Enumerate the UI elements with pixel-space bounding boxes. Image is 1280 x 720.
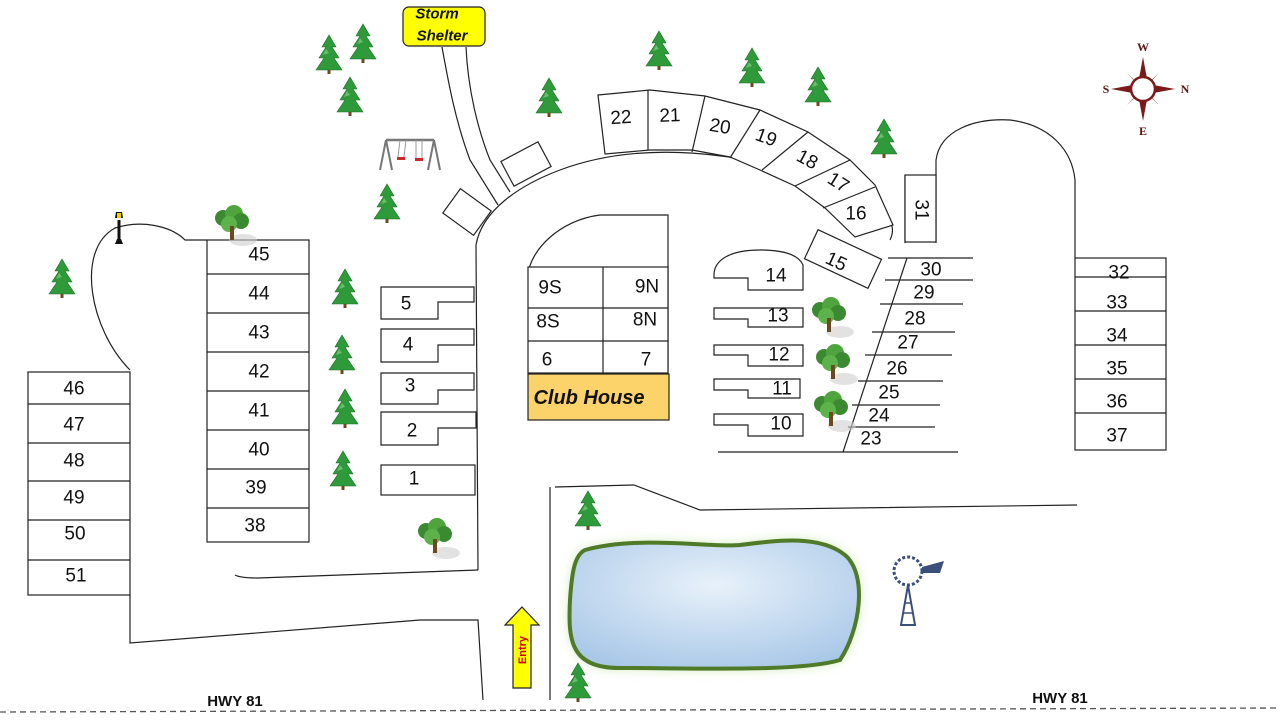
lot-column-right: 32 33 34 35 36 37 [1074,257,1167,451]
lot-24[interactable]: 24 [868,406,890,427]
lot-16[interactable]: 16 [845,204,866,225]
lot-43[interactable]: 43 [248,323,269,344]
lot-30[interactable]: 30 [920,260,941,281]
lot-34[interactable]: 34 [1106,326,1128,347]
lot-column-midleft: 45 44 43 42 41 40 39 38 [206,239,310,543]
storm-shelter-label-2: Shelter [417,28,469,45]
lot-37[interactable]: 37 [1106,426,1127,447]
club-house[interactable]: Club House [527,373,670,421]
pine-tree-icon [804,66,832,107]
oak-tree-icon [812,297,854,338]
storm-shelter-label-1: Storm [415,6,458,23]
lot-2[interactable]: 2 [407,421,418,442]
pine-tree-icon [645,30,673,71]
lot-column-inner: 14 13 12 11 10 [713,249,804,437]
lot-14[interactable]: 14 [765,266,787,287]
lot-28[interactable]: 28 [904,309,925,330]
lot-47[interactable]: 47 [63,415,84,436]
hwy-label-left: HWY 81 [207,693,263,710]
pond [567,538,861,671]
lot-45[interactable]: 45 [248,245,269,266]
lot-1[interactable]: 1 [409,469,420,490]
lot-27[interactable]: 27 [897,333,918,354]
lot-21[interactable]: 21 [659,105,681,127]
pine-tree-icon [574,490,602,531]
lot-6[interactable]: 6 [542,350,553,371]
lot-33[interactable]: 33 [1106,293,1127,314]
lot-51[interactable]: 51 [65,566,86,587]
lot-36[interactable]: 36 [1106,392,1127,413]
lot-12[interactable]: 12 [768,345,789,366]
lot-10[interactable]: 10 [770,414,791,435]
pine-tree-icon [336,76,364,117]
pine-tree-icon [870,118,898,159]
lot-4[interactable]: 4 [403,335,414,356]
oak-tree-icon [816,344,858,385]
pine-tree-icon [315,34,343,75]
lot-arc: 22 21 20 19 18 17 16 [597,89,894,238]
oak-tree-icon [814,391,856,432]
pine-tree-icon [373,183,401,224]
storm-shelter[interactable]: Storm Shelter [402,6,486,47]
lot-32[interactable]: 32 [1108,263,1129,284]
lot-20[interactable]: 20 [708,115,732,139]
pine-tree-icon [329,450,357,491]
oak-tree-icon [418,518,460,559]
pine-tree-icon [328,334,356,375]
pine-tree-icon [349,23,377,64]
highway-line [0,707,1280,713]
lot-31[interactable]: 31 [911,199,932,220]
windmill-icon [892,555,944,626]
lot-39[interactable]: 39 [245,478,266,499]
lot-column-left: 46 47 48 49 50 51 [27,371,131,596]
lot-5[interactable]: 5 [401,294,412,315]
swing-set-icon [379,138,441,171]
pads-near-shelter [441,140,552,237]
lot-40[interactable]: 40 [248,440,269,461]
lot-46[interactable]: 46 [63,379,84,400]
lamp-post-icon [115,212,123,244]
lot-7[interactable]: 7 [641,350,652,371]
lot-50[interactable]: 50 [64,524,85,545]
lot-3[interactable]: 3 [405,376,416,397]
lot-13[interactable]: 13 [767,306,788,327]
lot-8s[interactable]: 8S [536,312,559,333]
pine-tree-icon [331,268,359,309]
lot-41[interactable]: 41 [248,401,269,422]
lot-48[interactable]: 48 [63,451,84,472]
lot-column-center: 5 4 3 2 1 [380,286,477,496]
lot-49[interactable]: 49 [63,488,84,509]
entry-label: Entry [517,635,529,664]
lot-8n[interactable]: 8N [633,310,657,331]
compass-n: N [1181,82,1190,96]
lot-42[interactable]: 42 [248,362,269,383]
lots-single: 31 15 [803,174,937,290]
pine-tree-icon [48,258,76,299]
lot-29[interactable]: 29 [913,283,934,304]
hwy-label-right: HWY 81 [1032,690,1088,707]
lot-11[interactable]: 11 [772,379,792,400]
club-house-label: Club House [533,387,644,409]
lot-38[interactable]: 38 [244,516,265,537]
lot-9s[interactable]: 9S [538,278,561,299]
lot-diagonal: 30 29 28 27 26 25 24 23 [848,257,973,450]
clubhouse-units: 9S 9N 8S 8N 6 7 [527,266,669,374]
pine-tree-icon [564,662,592,703]
lot-9n[interactable]: 9N [635,277,659,298]
pine-tree-icon [738,47,766,88]
lot-22[interactable]: 22 [610,107,633,129]
compass-s: S [1103,82,1110,96]
compass-w: W [1137,40,1149,54]
pine-tree-icon [535,77,563,118]
lot-25[interactable]: 25 [878,383,899,404]
pine-tree-icon [331,388,359,429]
lot-26[interactable]: 26 [886,359,907,380]
lot-23[interactable]: 23 [860,429,881,450]
lot-44[interactable]: 44 [248,284,270,305]
compass-e: E [1139,124,1147,138]
lot-35[interactable]: 35 [1106,359,1127,380]
compass-rose-icon: W S N E [1103,40,1190,138]
entry-arrow-icon[interactable]: Entry [503,606,541,689]
